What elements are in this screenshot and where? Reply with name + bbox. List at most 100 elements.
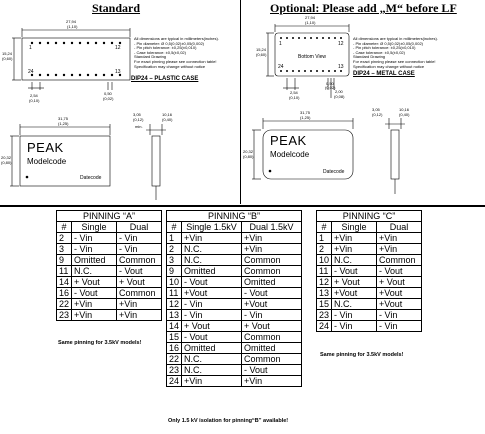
table-row: 2+Vin+Vin	[315, 243, 423, 255]
pin-single: N.C.	[181, 353, 243, 365]
col-header: Dual 1.5kV	[241, 221, 303, 233]
pin-single: +Vout	[181, 287, 243, 299]
pin-number: 1	[315, 232, 333, 244]
pinning-b-table: PINNING “B” # Single 1.5kV Dual 1.5kV 1+…	[165, 210, 303, 387]
std-pin-dim: 0,50	[104, 91, 112, 96]
opt-side-a-in: (0,12)	[372, 112, 383, 117]
std-side-a: 3,05	[133, 112, 141, 117]
pin-dual: +Vout	[241, 298, 303, 310]
std-side-a-min: min.	[135, 124, 143, 129]
pin-number: 10	[315, 254, 333, 266]
table-row: 3- Vin- Vin	[55, 243, 163, 255]
std-case-h: 20,32	[1, 155, 12, 160]
pin-number: 10	[165, 276, 183, 288]
std-case-h-in: (0,80)	[1, 160, 12, 165]
pin-dual: +Vout	[376, 287, 423, 299]
std-pitch-dim: 2,54	[30, 93, 38, 98]
standard-header: Standard	[92, 1, 141, 15]
pin-dual: +Vin	[116, 309, 163, 321]
pin-number: 14	[55, 276, 73, 288]
pin-dual: - Vin	[241, 309, 303, 321]
opt-note-line: - Pin diameter: Ø 0,5(0,02)±0,05(0,002)	[353, 40, 424, 46]
std-notes: All dimensions are typical in millimeter…	[134, 36, 219, 69]
opt-length-dim: 31,75	[300, 110, 311, 115]
opt-height-dim-in: (0,60)	[256, 52, 267, 57]
pin-number: 24	[315, 320, 333, 332]
pin-single: - Vout	[331, 265, 378, 277]
std-width-dim: 27,94	[66, 19, 77, 24]
pin-dual: - Vout	[241, 364, 303, 376]
pin-number: 15	[315, 298, 333, 310]
pin-single: - Vin	[71, 232, 118, 244]
opt-notes: All dimensions are typical in millimeter…	[353, 36, 438, 69]
pin-number: 9	[55, 254, 73, 266]
opt-note-line: Standard Drawing	[353, 54, 386, 60]
pin-single: - Vin	[331, 309, 378, 321]
pin-dual: + Vout	[376, 276, 423, 288]
pin-dual: Common	[241, 254, 303, 266]
opt-length-dim-in: (1,25)	[300, 115, 311, 120]
pin-dual: - Vout	[241, 287, 303, 299]
pin-single: +Vin	[71, 309, 118, 321]
pin-dual: +Vout	[376, 298, 423, 310]
std-pin24-label: 24	[28, 69, 34, 75]
std-case-caption: DIP24 – PLASTIC CASE	[131, 76, 199, 82]
opt-note-line: - Pin pitch tolerance: ±0,25(±0,010)	[353, 45, 416, 51]
pin-single: - Vin	[181, 298, 243, 310]
opt-side-b-in: (0,40)	[399, 112, 410, 117]
opt-side-a: 3,05	[372, 107, 380, 112]
std-pitch-dim-in: (0,10)	[29, 98, 40, 103]
std-length-dim-in: (1,25)	[58, 121, 69, 126]
table-row: 24+Vin+Vin	[165, 375, 303, 387]
pin-number: 23	[315, 309, 333, 321]
pin-dual: +Vin	[376, 232, 423, 244]
pin-single: +Vin	[331, 243, 378, 255]
col-header: #	[55, 221, 73, 233]
pin-single: +Vin	[181, 232, 243, 244]
col-header: #	[165, 221, 183, 233]
std-pin13-label: 13	[115, 69, 121, 75]
pin-number: 11	[315, 265, 333, 277]
pin-number: 14	[165, 320, 183, 332]
pin-single: Omitted	[181, 342, 243, 354]
opt-note-line: For exact pinning please see connection …	[353, 58, 436, 64]
table-row: 11- Vout- Vout	[315, 265, 423, 277]
opt-modelcode: Modelcode	[270, 150, 310, 159]
pin-number: 11	[55, 265, 73, 277]
pin-number: 2	[315, 243, 333, 255]
table-row: 1+Vin+Vin	[315, 232, 423, 244]
pin-single: Omitted	[181, 265, 243, 277]
pin-single: + Vout	[181, 320, 243, 332]
col-header: Single 1.5kV	[181, 221, 243, 233]
pin-single: - Vout	[71, 287, 118, 299]
pin-number: 12	[315, 276, 333, 288]
table-row: 11+Vout- Vout	[165, 287, 303, 299]
table-row: 14+ Vout+ Vout	[165, 320, 303, 332]
pin-dual: + Vout	[116, 276, 163, 288]
table-row: 23- Vin- Vin	[315, 309, 423, 321]
std-pin-dim-in: (0,02)	[103, 96, 114, 101]
pinning-c-note: Same pinning for 3.5kV models!	[320, 352, 404, 358]
table-row: 14+ Vout+ Vout	[55, 276, 163, 288]
optional-header: Optional: Please add „M“ before LF	[270, 1, 457, 15]
std-note-line: - Pin diameter: Ø 0,5(0,02)±0,05(0,002)	[134, 40, 205, 46]
opt-pin-dim2-in: (0,02)	[325, 85, 336, 90]
pinning-b-title: PINNING “B”	[165, 210, 303, 222]
table-row: 12- Vin+Vout	[165, 298, 303, 310]
std-note-line: Standard Drawing	[134, 54, 167, 60]
pin-number: 16	[165, 342, 183, 354]
pin-number: 13	[315, 287, 333, 299]
std-length-dim: 31,75	[58, 116, 69, 121]
table-row: 13+Vout+Vout	[315, 287, 423, 299]
pin-dual: +Vin	[241, 232, 303, 244]
col-header: Single	[71, 221, 118, 233]
pin-single: +Vin	[331, 232, 378, 244]
pin-number: 3	[165, 254, 183, 266]
pin-number: 2	[165, 243, 183, 255]
table-row: 1+Vin+Vin	[165, 232, 303, 244]
std-pin12-label: 12	[115, 45, 121, 51]
